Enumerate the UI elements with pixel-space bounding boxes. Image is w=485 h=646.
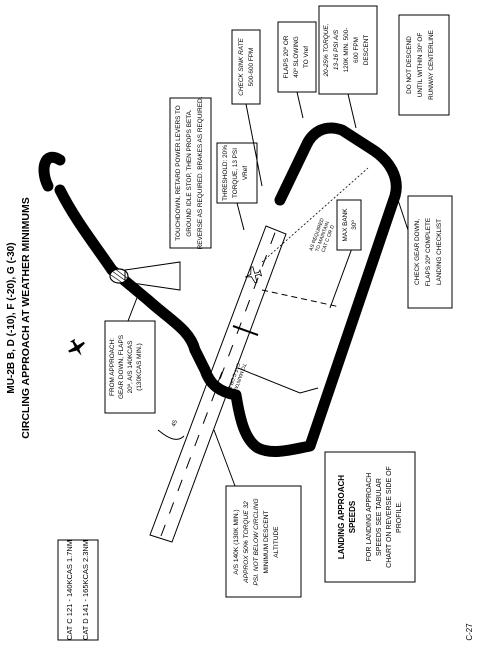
svg-text:FROM APPROACH:: FROM APPROACH:	[109, 338, 116, 396]
landing-speeds-box: LANDING APPROACH SPEEDS FOR LANDING APPR…	[324, 451, 416, 583]
sink-rate-callout: CHECK SINK RATE 500-600 FPM	[231, 29, 263, 187]
svg-text:30º: 30º	[351, 220, 358, 230]
check-gear-callout: CHECK GEAR DOWN, FLAPS 20º COMPLETE LAND…	[393, 187, 453, 309]
maneuver-arc	[237, 367, 319, 394]
landing-speeds-body1: FOR LANDING APPROACH	[366, 473, 373, 562]
title-line2: CIRCLING APPROACH AT WEATHER MINIMUMS	[20, 197, 32, 439]
svg-text:40º SLOWING: 40º SLOWING	[293, 36, 300, 77]
svg-text:LANDING CHECKLIST: LANDING CHECKLIST	[436, 219, 443, 285]
do-not-descend-callout: DO NOT DESCEND UNTIL WITHIN 30º OF RUNWA…	[398, 14, 450, 116]
runway-lane	[149, 225, 287, 543]
as-required-annotation: AS REQUIRED TO MAINTAIN CAT C OR D	[308, 217, 336, 253]
svg-text:CHECK GEAR DOWN,: CHECK GEAR DOWN,	[414, 219, 421, 285]
svg-text:20-25% TORQUE,: 20-25% TORQUE,	[323, 23, 330, 77]
title-line1: MU-2B B, D (-10), F (-20), G (-30)	[6, 242, 17, 393]
angle-label: 45	[171, 419, 179, 428]
landing-speeds-body3: CHART ON REVERSE SIDE OF	[386, 466, 393, 568]
svg-text:600 FPM: 600 FPM	[353, 37, 360, 63]
svg-text:CHECK SINK RATE: CHECK SINK RATE	[238, 38, 245, 96]
cat-d-row: CAT D 141 - 165KCAS 2.3NM	[81, 540, 90, 640]
svg-text:GEAR DOWN, FLAPS: GEAR DOWN, FLAPS	[118, 335, 125, 399]
touchdown-callout: TOUCHDOWN, RETARD POWER LEVERS TO GROUND…	[169, 96, 212, 249]
landing-speeds-body2: SPEEDS SEE TABULAR	[376, 478, 383, 556]
svg-text:FLAPS 20º COMPLETE: FLAPS 20º COMPLETE	[425, 218, 432, 286]
cat-c-row: CAT C 121 - 140KCAS 1.7NM	[65, 540, 74, 640]
svg-text:APPROX 50% TORQUE 32: APPROX 50% TORQUE 32	[243, 501, 250, 584]
svg-text:FLAPS 20º OR: FLAPS 20º OR	[283, 35, 290, 78]
svg-text:C-27: C-27	[465, 623, 474, 641]
svg-text:DO NOT DESCEND: DO NOT DESCEND	[406, 36, 413, 94]
from-approach-callout: FROM APPROACH: GEAR DOWN, FLAPS 20º, A/S…	[104, 289, 156, 414]
svg-text:(130KCAS MIN.): (130KCAS MIN.)	[136, 343, 143, 391]
landing-speeds-title2: SPEEDS	[348, 500, 357, 533]
title-block: MU-2B B, D (-10), F (-20), G (-30) CIRCL…	[6, 197, 32, 439]
svg-text:UNTIL WITHIN 30º OF: UNTIL WITHIN 30º OF	[417, 33, 424, 98]
landing-speeds-title1: LANDING APPROACH	[337, 475, 346, 559]
svg-text:THRESHOLD: 20%: THRESHOLD: 20%	[222, 145, 229, 201]
svg-text:500-600 FPM: 500-600 FPM	[248, 48, 255, 87]
aircraft-icon-entry	[68, 338, 85, 356]
svg-text:DESCENT: DESCENT	[363, 35, 370, 66]
category-table: CAT C 121 - 140KCAS 1.7NM CAT D 141 - 16…	[57, 539, 99, 641]
svg-text:TORQUE, 13 PSI: TORQUE, 13 PSI	[232, 148, 239, 198]
svg-text:MINIMUM DESCENT: MINIMUM DESCENT	[263, 510, 270, 573]
navaid-symbol	[109, 261, 181, 291]
angle-arc	[157, 429, 185, 440]
maintain-annotation: TO MAINTAIN CAT C OR D	[225, 362, 247, 395]
upwind-reference-line	[214, 371, 223, 391]
runway-threshold-bar	[232, 325, 259, 336]
flaps40-callout: FLAPS 20º OR 40º SLOWING TO Vref	[277, 21, 317, 119]
downwind-reference-line	[329, 239, 356, 309]
landing-speeds-body4: PROFILE.	[396, 501, 403, 533]
mda-callout: A/S 140K (130K MIN.) APPROX 50% TORQUE 3…	[213, 429, 302, 598]
svg-text:ALTITUDE: ALTITUDE	[273, 526, 280, 558]
svg-text:MAX BANK: MAX BANK	[342, 208, 349, 242]
threshold-callout: THRESHOLD: 20% TORQUE, 13 PSI VRef	[216, 142, 258, 231]
entry-path	[38, 152, 66, 192]
svg-text:RUNWAY CENTERLINE: RUNWAY CENTERLINE	[428, 30, 435, 100]
svg-text:A/S 140K (130K MIN.): A/S 140K (130K MIN.)	[233, 509, 240, 574]
svg-text:TOUCHDOWN, RETARD POWER LEVERS: TOUCHDOWN, RETARD POWER LEVERS TO	[175, 105, 182, 241]
page-number: C-27	[465, 623, 474, 641]
svg-text:TO Vref: TO Vref	[303, 46, 310, 68]
svg-text:VRef: VRef	[242, 166, 249, 180]
svg-text:120K MIN. 500-: 120K MIN. 500-	[343, 28, 350, 73]
svg-text:13-16 PSI A/S: 13-16 PSI A/S	[333, 29, 340, 70]
torque-descent-callout: 20-25% TORQUE, 13-16 PSI A/S 120K MIN. 5…	[318, 5, 378, 129]
svg-text:GROUND IDLE STOP, THEN PROPS B: GROUND IDLE STOP, THEN PROPS BETA.	[186, 109, 193, 237]
svg-text:REVERSE AS REQUIRED. BRAKES AS: REVERSE AS REQUIRED. BRAKES AS REQUIRED.	[197, 96, 204, 249]
aircraft-icon-runway	[245, 266, 263, 284]
svg-text:20º, A/S 140KCAS: 20º, A/S 140KCAS	[127, 341, 134, 394]
svg-text:PSI. NOT BELOW CIRCLING: PSI. NOT BELOW CIRCLING	[253, 498, 260, 585]
final-approach-dashed	[261, 289, 341, 308]
circling-path	[54, 122, 402, 457]
max-bank-callout: MAX BANK 30º	[336, 199, 362, 251]
